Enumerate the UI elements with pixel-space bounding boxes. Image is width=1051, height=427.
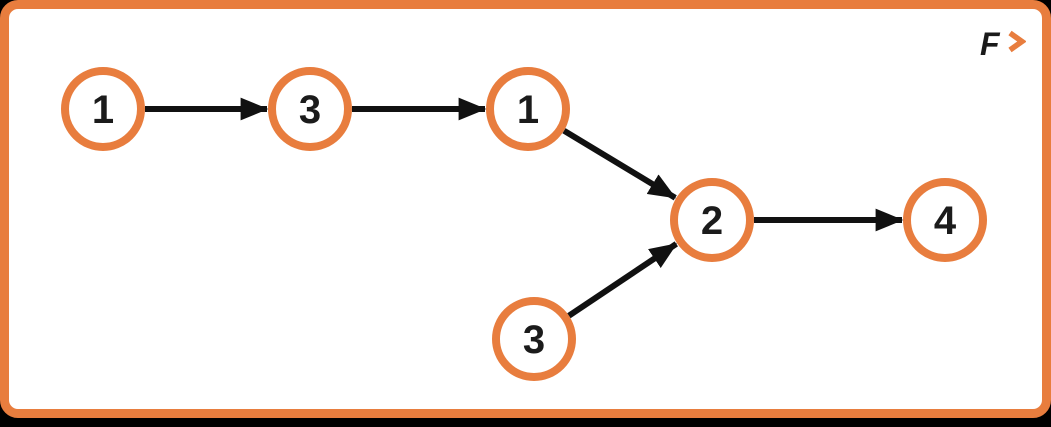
node-label: 3	[523, 318, 545, 362]
graph-node-b: 3	[268, 67, 352, 151]
graph-node-a: 1	[61, 67, 145, 151]
node-circle	[903, 178, 987, 262]
graph-node-e: 4	[903, 178, 987, 262]
graph-nodes: 1 3 1 2 4 3	[61, 67, 987, 381]
graph-node-d: 2	[670, 178, 754, 262]
logo-letter: F	[980, 27, 1001, 61]
logo-arrow-icon	[1008, 30, 1026, 53]
node-label: 1	[517, 88, 539, 132]
graph-node-c: 1	[486, 67, 570, 151]
graph-edge-c-d	[562, 128, 677, 201]
node-circle	[61, 67, 145, 151]
node-label: 4	[934, 199, 957, 243]
node-label: 2	[701, 199, 723, 243]
logo-f-arrow: F	[978, 27, 1026, 61]
node-circle	[492, 297, 576, 381]
node-label: 1	[92, 88, 114, 132]
node-label: 3	[299, 88, 321, 132]
diagram-frame: 1 3 1 2 4 3 F	[0, 0, 1051, 418]
node-circle	[268, 67, 352, 151]
node-circle	[670, 178, 754, 262]
graph-svg: 1 3 1 2 4 3	[61, 67, 987, 381]
graph-edges	[145, 97, 904, 319]
graph-node-f: 3	[492, 297, 576, 381]
node-circle	[486, 67, 570, 151]
graph-edge-f-d	[567, 241, 678, 319]
